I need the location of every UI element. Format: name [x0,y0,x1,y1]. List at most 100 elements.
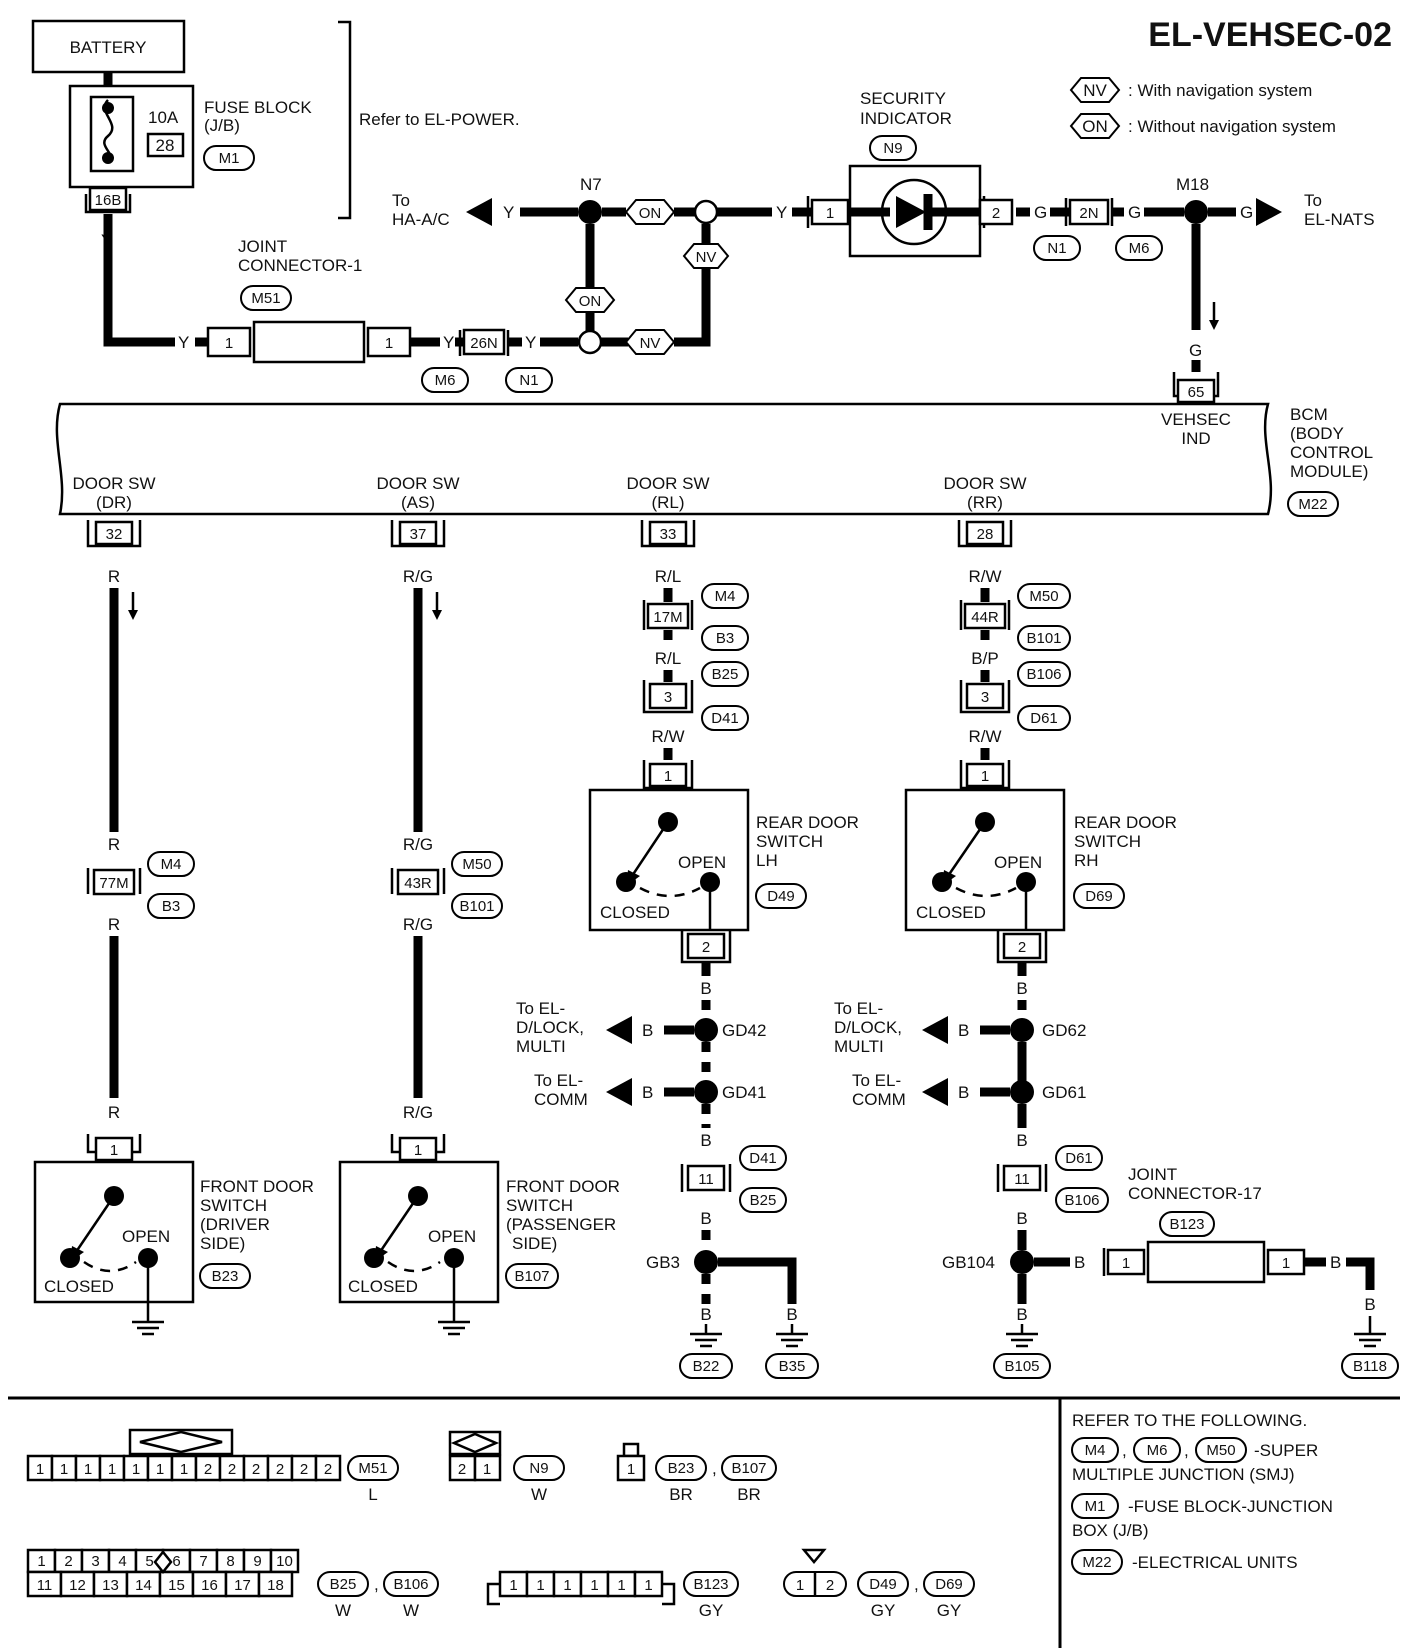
svg-text:D69: D69 [1085,888,1113,905]
svg-text:COMM: COMM [534,1090,588,1109]
svg-text:M22: M22 [1082,1554,1111,1571]
svg-text:B25: B25 [750,1192,777,1209]
b25-bottom-pin-label: 14 [135,1577,152,1594]
b25-top-pin-label: 7 [199,1553,207,1570]
svg-text:N7: N7 [580,175,602,194]
b25-bottom-pin-cell [92,1570,129,1598]
svg-text:GY: GY [699,1601,724,1620]
terminal-16b: 16B [84,186,132,214]
b25-bottom-pin-cell [125,1570,162,1598]
svg-text:SIDE): SIDE) [512,1234,557,1253]
svg-text:17M: 17M [653,609,682,626]
legend: NV : With navigation system ON : Without… [1069,77,1336,139]
m51-pin-label: 1 [156,1461,164,1478]
legend-nv-text: : With navigation system [1128,81,1312,100]
b25-top-pin-label: 9 [253,1553,261,1570]
svg-text:2: 2 [702,939,710,956]
arrow-to-nats [1256,198,1282,226]
svg-text:NV: NV [696,249,717,266]
b123-pin-label: 1 [590,1577,598,1594]
svg-text:R: R [108,1103,120,1122]
refer-to-block: REFER TO THE FOLLOWING. M4 , M6 , M50 -S… [1071,1411,1333,1575]
svg-text:Y: Y [178,333,189,352]
svg-text:R/G: R/G [403,835,433,854]
b123-pin-label: 1 [563,1577,571,1594]
m51-pin-cell [98,1454,126,1482]
tag-on-horizontal: ON [624,199,676,225]
svg-text:MULTI: MULTI [516,1037,566,1056]
splice-open-upper [693,199,719,225]
svg-text:B25: B25 [330,1576,357,1593]
b25-bottom-pin-label: 13 [102,1577,119,1594]
page-title: EL-VEHSEC-02 [1148,16,1392,54]
door-sw-as-pin: DOOR SW (AS) 37 [376,474,460,548]
svg-text:Y: Y [443,333,454,352]
svg-text:44R: 44R [971,609,999,626]
svg-text:CLOSED: CLOSED [44,1277,114,1296]
svg-text:-FUSE BLOCK-JUNCTION: -FUSE BLOCK-JUNCTION [1128,1497,1333,1516]
svg-text:1: 1 [627,1461,635,1478]
svg-text:N1: N1 [519,372,538,389]
svg-text:JOINT: JOINT [1128,1165,1177,1184]
splice-open-lower [577,329,603,355]
svg-text:N1: N1 [1047,240,1066,257]
svg-text:GY: GY [871,1601,896,1620]
svg-text:B118: B118 [1353,1358,1387,1375]
svg-text:DOOR SW: DOOR SW [943,474,1026,493]
svg-text:CONNECTOR-1: CONNECTOR-1 [238,256,362,275]
svg-text:G: G [1189,341,1202,360]
svg-text:VEHSEC: VEHSEC [1161,410,1231,429]
svg-text:R/W: R/W [968,727,1001,746]
svg-text:MULTI: MULTI [834,1037,884,1056]
b25-top-pin-label: 1 [37,1553,45,1570]
svg-text:B: B [1330,1253,1341,1272]
m51-pin-label: 2 [276,1461,284,1478]
svg-text:INDICATOR: INDICATOR [860,109,952,128]
svg-text:BOX (J/B): BOX (J/B) [1072,1521,1149,1540]
svg-text:B: B [786,1305,797,1324]
svg-text:B107: B107 [731,1460,766,1477]
svg-text:16B: 16B [95,192,122,209]
svg-text:B: B [1074,1253,1085,1272]
svg-text:1: 1 [664,768,672,785]
svg-text:1: 1 [225,335,233,352]
svg-text:CONNECTOR-17: CONNECTOR-17 [1128,1184,1262,1203]
svg-text:R: R [108,567,120,586]
svg-text:B101: B101 [459,898,494,915]
svg-text:REFER TO THE FOLLOWING.: REFER TO THE FOLLOWING. [1072,1411,1307,1430]
svg-text:DOOR SW: DOOR SW [72,474,155,493]
svg-text:R/G: R/G [403,567,433,586]
b25-top-pin-label: 5 [145,1553,153,1570]
svg-text:Y: Y [776,203,787,222]
svg-text:B105: B105 [1004,1358,1039,1375]
svg-text:1: 1 [981,768,989,785]
svg-text:To EL-: To EL- [852,1071,901,1090]
door-sw-rr-pin: DOOR SW (RR) 28 [943,474,1027,548]
svg-text:N9: N9 [529,1460,548,1477]
m51-pin-label: 2 [324,1461,332,1478]
b25-top-pin-label: 8 [226,1553,234,1570]
svg-text:M50: M50 [462,856,491,873]
fuse-number: 28 [156,136,175,155]
footer-connector-d49-d69: 1 2 D49 GY , D69 GY [783,1548,975,1620]
footer-connector-b23-b107: 1 B23 BR , B107 BR [616,1442,777,1504]
svg-text:W: W [335,1601,351,1620]
svg-text:B: B [1016,979,1027,998]
svg-text:B: B [700,1209,711,1228]
svg-text:OPEN: OPEN [428,1227,476,1246]
svg-text:M6: M6 [435,372,456,389]
svg-text:ON: ON [579,293,602,310]
tag-on-vertical: ON [564,287,616,313]
m51-pin-label: 1 [84,1461,92,1478]
svg-text:1: 1 [414,1142,422,1159]
svg-text:(AS): (AS) [401,493,435,512]
svg-text:D49: D49 [767,888,795,905]
svg-text:OPEN: OPEN [678,853,726,872]
circuit-rear-left-door: R/L 17M M4 B3 R/L 3 B25 D41 R/W 1 OPEN C… [516,567,859,1379]
svg-text:M4: M4 [1085,1442,1106,1459]
svg-text:1: 1 [110,1142,118,1159]
svg-text:OPEN: OPEN [994,853,1042,872]
b25-bottom-pin-label: 11 [37,1577,53,1594]
svg-text:B22: B22 [693,1358,720,1375]
svg-text:DOOR SW: DOOR SW [626,474,709,493]
